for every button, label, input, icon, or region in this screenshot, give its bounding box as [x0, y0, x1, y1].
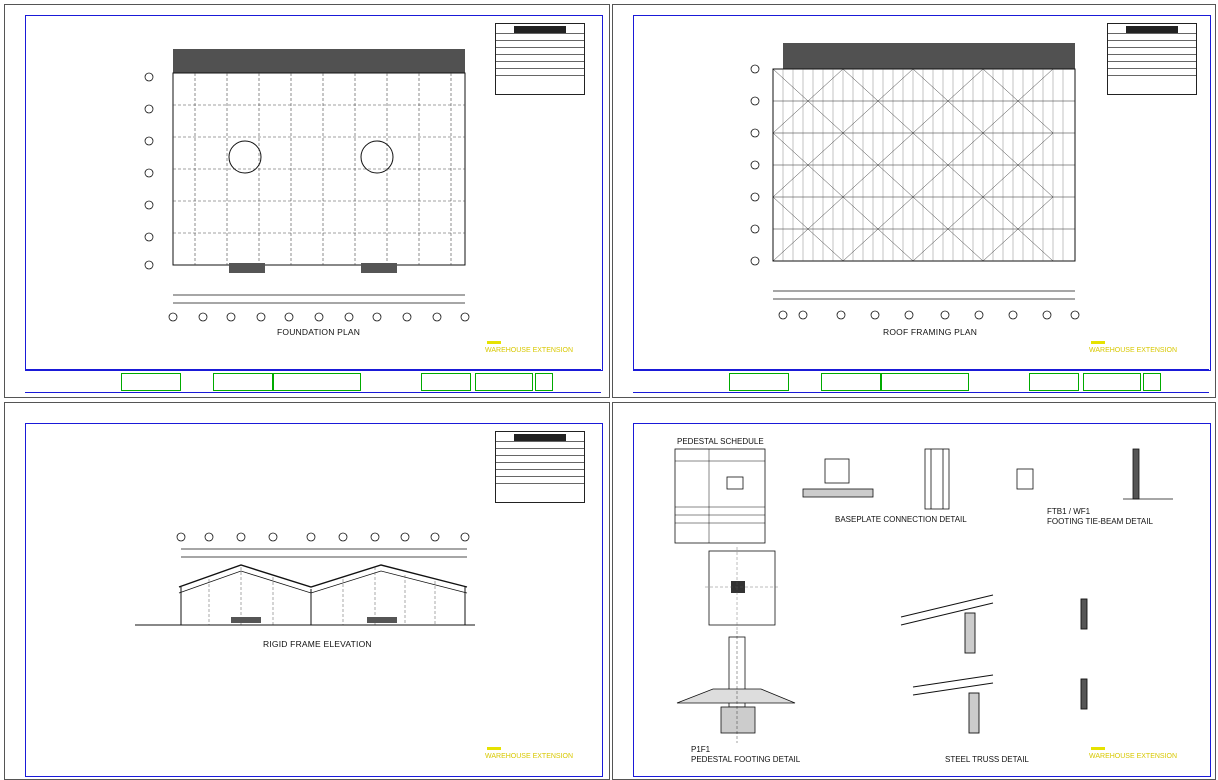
baseplate-title: BASEPLATE CONNECTION DETAIL: [835, 515, 967, 524]
sheet-foundation-plan: FOUNDATION PLAN WAREHOUSE EXTENSION: [4, 4, 610, 398]
title-block: [633, 369, 1209, 393]
baseplate-drawing: [802, 448, 950, 510]
sheet-rigid-frame-elevation: RIGID FRAME ELEVATION WAREHOUSE EXTENSIO…: [4, 402, 610, 780]
sheet-title: RIGID FRAME ELEVATION: [263, 639, 372, 649]
sheet-details: PEDESTAL SCHEDULE: [612, 402, 1216, 780]
steel-truss-title: STEEL TRUSS DETAIL: [945, 755, 1029, 764]
title-block: [25, 369, 601, 393]
project-logo: WAREHOUSE EXTENSION: [1089, 753, 1178, 760]
project-logo: WAREHOUSE EXTENSION: [1089, 347, 1178, 354]
schedule-table: [1107, 23, 1197, 95]
pedestal-schedule-heading: PEDESTAL SCHEDULE: [677, 437, 764, 446]
schedule-table: [495, 431, 585, 503]
sheet-title: FOUNDATION PLAN: [277, 327, 361, 337]
drawing-border: [25, 15, 603, 371]
roof-framing-drawing: [750, 43, 1080, 320]
sheet-title: ROOF FRAMING PLAN: [883, 327, 978, 337]
p1f1-tag: P1F1: [691, 745, 711, 754]
project-logo: WAREHOUSE EXTENSION: [485, 347, 574, 354]
foundation-plan-drawing: [144, 49, 470, 322]
logo-bar: [1091, 747, 1105, 750]
footing-tie-drawing: [1016, 448, 1173, 500]
pedestal-footing-title: PEDESTAL FOOTING DETAIL: [691, 755, 801, 764]
schedule-table: [495, 23, 585, 95]
sheet-roof-framing-plan: ROOF FRAMING PLAN WAREHOUSE EXTENSION: [612, 4, 1216, 398]
drawing-border: [633, 15, 1211, 371]
pedestal-footing-drawing: [676, 631, 796, 743]
footing-tie-title: FOOTING TIE-BEAM DETAIL: [1047, 517, 1153, 526]
drawing-border: [633, 423, 1211, 777]
drawing-border: [25, 423, 603, 777]
logo-bar: [487, 747, 501, 750]
project-logo: WAREHOUSE EXTENSION: [485, 753, 574, 760]
rigid-frame-drawing: [135, 532, 475, 626]
logo-bar: [1091, 341, 1105, 344]
steel-truss-drawing: [900, 594, 1088, 734]
ftb-tag: FTB1 / WF1: [1047, 507, 1091, 516]
pedestal-schedule-table: [674, 448, 1173, 743]
logo-bar: [487, 341, 501, 344]
